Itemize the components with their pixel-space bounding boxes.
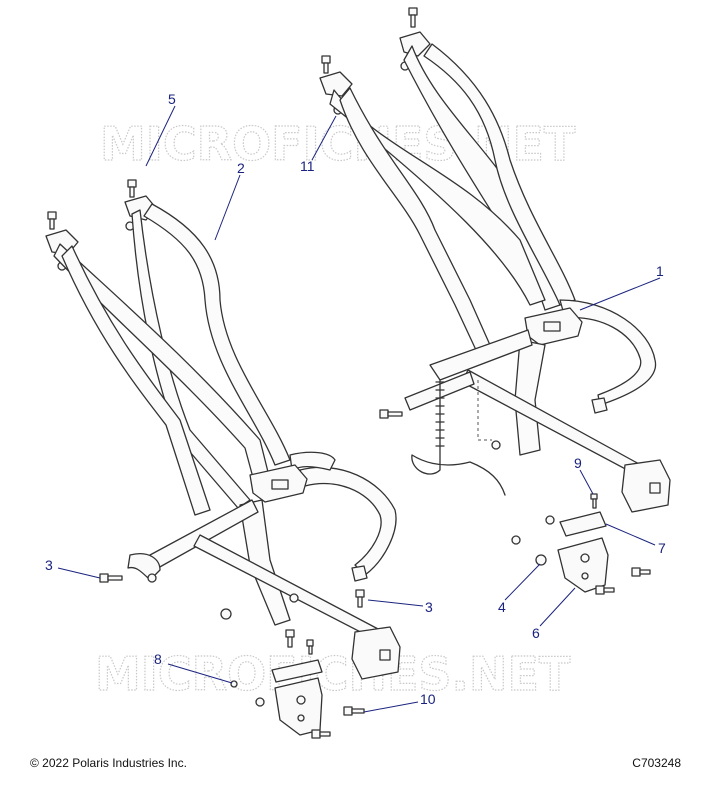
bracket-hole-right-a [580, 553, 590, 563]
shoulder-strap-left-b [143, 203, 291, 466]
screw-bracket-right-top [590, 493, 598, 509]
bolt-top-right-inner [321, 55, 331, 74]
callout-4: 4 [498, 599, 506, 615]
hinge-plate-right [559, 511, 607, 537]
bolt-bracket-right-side [631, 567, 651, 577]
bolt-bracket-left-side [343, 706, 365, 716]
bracket-hole-left-b [297, 714, 305, 722]
bolt-left-center [355, 589, 365, 608]
bolt-top-left-inner [47, 211, 57, 230]
nut-bracket-right-top [545, 515, 555, 525]
leader-10 [363, 701, 419, 713]
bolt-bracket-left-small [306, 639, 314, 655]
figure-id: C703248 [632, 756, 681, 770]
nut-callout-4 [535, 554, 547, 566]
retractor-left [351, 626, 401, 680]
callout-3-left: 3 [45, 557, 53, 573]
callout-2: 2 [237, 160, 245, 176]
leader-4 [504, 563, 541, 601]
bolt-top-left-outer [127, 179, 137, 198]
leader-2 [214, 174, 241, 241]
anchor-plate-right-outer [399, 31, 431, 57]
callout-11: 11 [300, 158, 315, 174]
belt-end-tab-right [591, 397, 608, 414]
callout-9: 9 [574, 455, 582, 471]
bracket-hole-right-b [581, 572, 589, 580]
callout-6: 6 [532, 625, 540, 641]
bolt-left-mount [99, 573, 123, 583]
anchor-plate-right-inner [319, 71, 353, 97]
callout-7: 7 [658, 540, 666, 556]
nut-left-center [289, 593, 299, 603]
mount-bracket-right [557, 537, 609, 593]
bracket-hole-left-a [296, 695, 306, 705]
callout-1: 1 [656, 263, 664, 279]
belt-end-tab-left [351, 565, 368, 582]
lower-right-bracket-assembly [511, 493, 651, 595]
lap-strap-right-left [429, 329, 533, 381]
leader-5 [145, 105, 176, 167]
callout-10: 10 [420, 691, 436, 707]
leader-7 [605, 523, 656, 546]
nut-bracket-left [255, 697, 265, 707]
sensor-wire-right [411, 379, 506, 496]
mounting-bar-left [193, 534, 381, 641]
lower-left-bracket-assembly [230, 629, 365, 739]
leader-3-right [367, 599, 424, 607]
leader-11 [311, 115, 337, 161]
buckle-latch-right [543, 321, 561, 332]
callout-8: 8 [154, 651, 162, 667]
mount-bracket-left [274, 677, 323, 736]
copyright-notice: © 2022 Polaris Industries Inc. [30, 756, 187, 770]
leader-6 [539, 587, 576, 627]
buckle-latch-left [271, 479, 289, 490]
screw-callout-8 [230, 680, 238, 688]
bolt-bracket-left-bottom [311, 729, 331, 739]
seat-belt-assembly-right [319, 7, 671, 513]
leader-3-left [57, 567, 101, 579]
hinge-plate-left [271, 659, 323, 683]
lap-belt-left-end [299, 466, 397, 576]
callout-leaders [57, 105, 661, 713]
spacer-left [220, 608, 232, 620]
leader-8 [167, 663, 233, 684]
callout-5: 5 [168, 91, 176, 107]
leader-9 [579, 469, 594, 495]
retractor-right [621, 459, 671, 513]
watermark-bottom: MICROFICHES.NET [95, 647, 571, 701]
dashed-guide-right [477, 380, 492, 441]
lap-strap-right-down [514, 339, 546, 456]
callout-3-right: 3 [425, 599, 433, 615]
shoulder-strap-left-d [61, 245, 211, 516]
nut-bracket-right-left [511, 535, 521, 545]
bolt-top-right-outer [408, 7, 418, 28]
seat-belt-assembly-left [45, 179, 401, 680]
nut-right-lower [491, 440, 501, 450]
shoulder-strap-right-c [329, 89, 546, 306]
leader-1 [579, 277, 661, 311]
bolt-right-mount [379, 409, 403, 419]
nut-left-mount [147, 573, 157, 583]
bolt-bracket-left-top [285, 629, 295, 648]
retractor-left-slot [379, 649, 391, 661]
coiled-wire-right [435, 381, 445, 447]
retractor-right-slot [649, 482, 661, 494]
callout-numbers: 1 2 3 3 4 5 6 7 8 9 10 11 [45, 91, 666, 707]
bolt-bracket-right-bottom [595, 585, 615, 595]
